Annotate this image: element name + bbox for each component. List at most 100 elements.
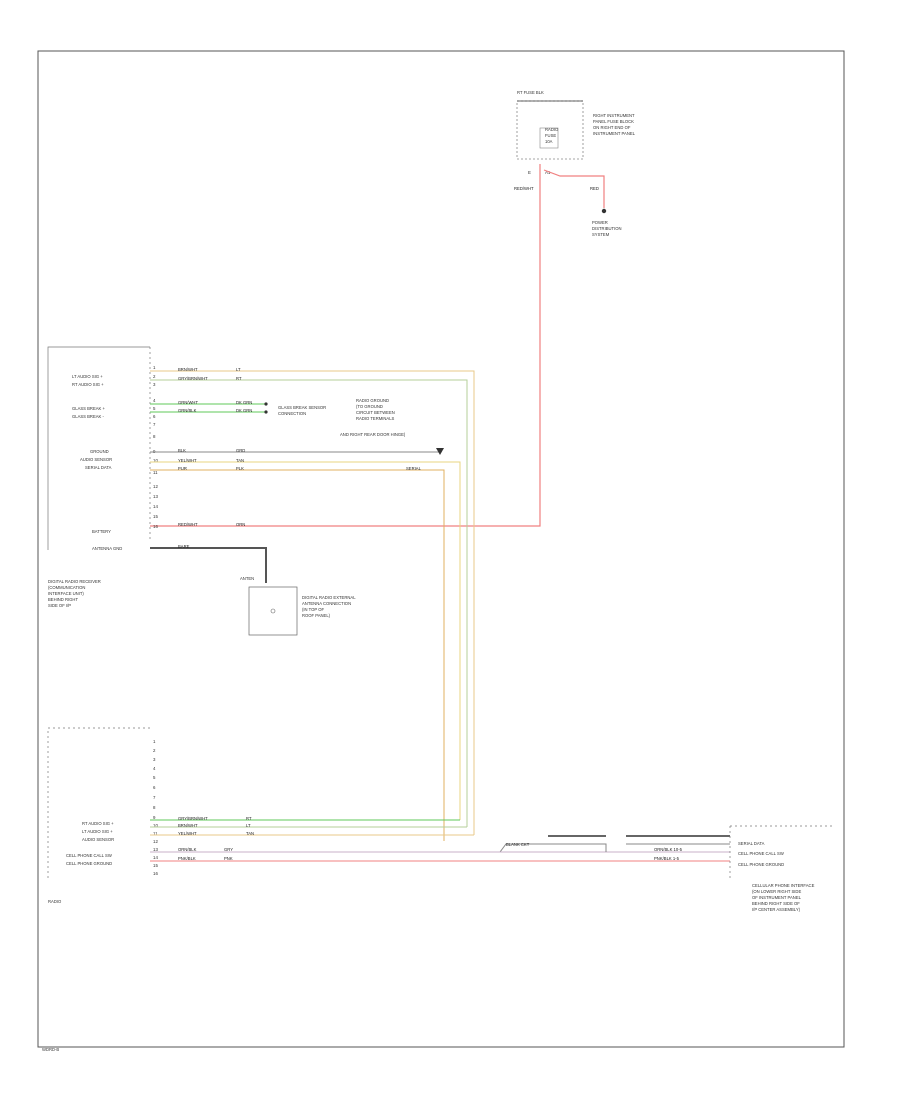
- lower-wire-label: PNK/BLK: [178, 856, 196, 861]
- lower-wire-gauge: LT: [246, 823, 251, 828]
- lower-wire-label: ORN/BLK: [178, 847, 197, 852]
- antenna-desc-1: DIGITAL RADIO EXTERNAL: [302, 595, 356, 600]
- mid-connector: BLANK CKT: [506, 835, 730, 852]
- ground-note-5: AND RIGHT REAR DOOR HINGE): [340, 432, 406, 437]
- lower-pin: 7: [153, 795, 156, 800]
- radio-pin: 5: [153, 406, 156, 411]
- radio-wire-gauge: RT: [236, 376, 242, 381]
- radio-wire-label: BLK: [178, 448, 186, 453]
- lower-module: RT AUDIO SIG + LT AUDIO SIG + AUDIO SENS…: [47, 727, 158, 904]
- cell-wire-label: PNK/BLK 1-5: [654, 856, 680, 861]
- radio-pin: 7: [153, 422, 156, 427]
- fuse-label-3: 10A: [545, 139, 553, 144]
- cell-pin-call-sw: CELL PHONE CALL SW: [738, 851, 784, 856]
- module-desc-2: PANEL FUSE BLOCK: [593, 119, 634, 124]
- pin-right: A1: [545, 170, 551, 175]
- radio-wires: [150, 370, 475, 841]
- radio-label-antenna-gnd: ANTENNA GND: [92, 546, 122, 551]
- lower-pin: 12: [153, 839, 158, 844]
- lower-pin: 3: [153, 757, 156, 762]
- radio-label-glass-neg: GLASS BREAK -: [72, 414, 104, 419]
- radio-wire-label: YEL/WHT: [178, 458, 197, 463]
- power-dist-1: POWER: [592, 220, 608, 225]
- radio-wire-label: GRN/WHT: [178, 400, 198, 405]
- radio-wire-label: RED/WHT: [178, 522, 198, 527]
- radio-desc-3: INTERFACE UNIT): [48, 591, 84, 596]
- cell-desc-4: BEHIND RIGHT SIDE OF: [752, 901, 800, 906]
- antenna-desc-3: (IN TOP OF: [302, 607, 325, 612]
- radio-desc-1: DIGITAL RADIO RECEIVER: [48, 579, 101, 584]
- radio-label-ground: GROUND: [90, 449, 109, 454]
- lower-pin: 10: [153, 823, 158, 828]
- connector-label: RT FUSE BLK: [517, 90, 544, 95]
- fuse-icon: [539, 127, 559, 149]
- pin-left: E: [528, 170, 531, 175]
- lower-wires: [150, 819, 730, 862]
- ground-note-1: RADIO GROUND: [356, 398, 389, 403]
- radio-pin: 10: [153, 458, 158, 463]
- antenna-wire-label: BARE: [178, 544, 190, 549]
- radio-wire-gauge: TAN: [236, 458, 244, 463]
- power-dist-3: SYSTEM: [592, 232, 610, 237]
- cell-desc-2: (ON LOWER RIGHT SIDE: [752, 889, 801, 894]
- lower-pin: 8: [153, 805, 156, 810]
- lower-pin: 11: [153, 831, 158, 836]
- splice-dot-icon: [264, 402, 268, 406]
- radio-desc-2: (COMMUNICATION: [48, 585, 85, 590]
- radio-wire-gauge: PLK: [236, 466, 244, 471]
- radio-pin: 13: [153, 494, 158, 499]
- radio-pin: 2: [153, 374, 156, 379]
- radio-pin: 16: [153, 524, 158, 529]
- radio-desc-5: SIDE OF I/P: [48, 603, 71, 608]
- lower-pin: 9: [153, 815, 156, 820]
- radio-label-audio-sensor: AUDIO SENSOR: [80, 457, 112, 462]
- radio-label-lt-audio: LT AUDIO SIG +: [72, 374, 103, 379]
- ground-note-3: CIRCUIT BETWEEN: [356, 410, 395, 415]
- radio-pin: 8: [153, 434, 156, 439]
- glass-break-note-1: GLASS BREAK SENSOR: [278, 405, 326, 410]
- radio-pin: 3: [153, 382, 156, 387]
- antenna-icon: [270, 608, 276, 614]
- module-desc-3: ON RIGHT END OF: [593, 125, 631, 130]
- cell-desc-3: OF INSTRUMENT PANEL: [752, 895, 802, 900]
- lower-pin: 16: [153, 871, 158, 876]
- radio-pin: 14: [153, 504, 158, 509]
- lower-wire-label: BRN/WHT: [178, 823, 198, 828]
- glass-break-note-2: CONNECTION: [278, 411, 306, 416]
- lower-label-audio-sensor: AUDIO SENSOR: [82, 837, 114, 842]
- radio-wire-gauge: DK GRN: [236, 400, 252, 405]
- radio-label-rt-audio: RT AUDIO SIG +: [72, 382, 104, 387]
- lower-pin: 15: [153, 863, 158, 868]
- power-dist-2: DISTRIBUTION: [592, 226, 622, 231]
- radio-pin: 15: [153, 514, 158, 519]
- ground-dot-icon: [601, 208, 607, 214]
- mid-connector-label: BLANK CKT: [506, 842, 530, 847]
- battery-wire: [150, 164, 605, 527]
- lower-wire-gauge: RT: [246, 816, 252, 821]
- radio-wire-gauge: ORN: [236, 522, 245, 527]
- lower-module-name: RADIO: [48, 899, 62, 904]
- radio-wire-gauge: DK GRN: [236, 408, 252, 413]
- lower-label-rt-audio: RT AUDIO SIG +: [82, 821, 114, 826]
- lower-wire-label: GRY/BRN/WHT: [178, 816, 208, 821]
- lower-pin: 13: [153, 847, 158, 852]
- radio-pin: 12: [153, 484, 158, 489]
- lower-pin: 4: [153, 766, 156, 771]
- ground-note-4: RADIO TERMINALS: [356, 416, 395, 421]
- figure-code: WDRD-B: [42, 1047, 59, 1052]
- lower-label-cell-gnd: CELL PHONE GROUND: [66, 861, 112, 866]
- cell-pin-ground: CELL PHONE GROUND: [738, 862, 784, 867]
- wire-left-label: RED/WHT: [514, 186, 534, 191]
- radio-module: LT AUDIO SIG + RT AUDIO SIG + GLASS BREA…: [47, 346, 158, 608]
- lower-pin: 6: [153, 785, 156, 790]
- ground-symbol-icon: [436, 448, 444, 455]
- splice-dot-icon: [264, 410, 268, 414]
- lower-wire-gauge: TAN: [246, 831, 254, 836]
- lower-wire-label: YEL/WHT: [178, 831, 197, 836]
- lower-wire-gauge: GRY: [224, 847, 233, 852]
- radio-wire-label: BRN/WHT: [178, 367, 198, 372]
- radio-wire-label: PUR: [178, 466, 187, 471]
- radio-label-glass-pos: GLASS BREAK +: [72, 406, 105, 411]
- antenna-label: ANTEN: [240, 576, 254, 581]
